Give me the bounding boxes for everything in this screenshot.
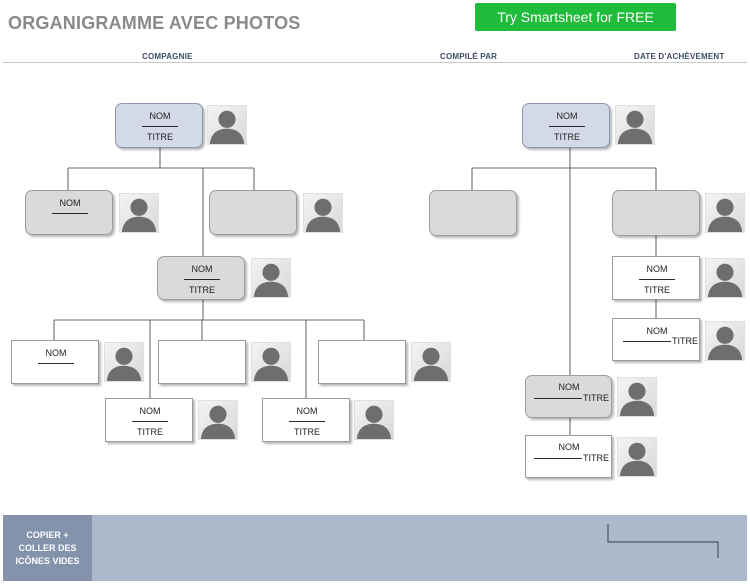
- name-underline: [639, 279, 675, 280]
- name-underline: [623, 341, 671, 342]
- node-name-label: NOM: [646, 264, 668, 274]
- copy-paste-blank-icons-label: COPIER + COLLER DES ICÔNES VIDES: [3, 515, 92, 581]
- org-node-level1-right-a[interactable]: [429, 190, 517, 236]
- org-node-level4-left-a[interactable]: NOM TITRE: [105, 398, 193, 442]
- person-placeholder-icon[interactable]: [615, 105, 655, 145]
- person-placeholder-icon[interactable]: [198, 400, 238, 440]
- org-node-level4-left-b[interactable]: NOM TITRE: [262, 398, 350, 442]
- person-placeholder-icon[interactable]: [705, 193, 745, 233]
- header-divider: [3, 62, 747, 63]
- node-title-label: TITRE: [294, 427, 320, 437]
- person-placeholder-icon[interactable]: [104, 342, 144, 382]
- name-underline: [38, 363, 74, 364]
- person-placeholder-icon[interactable]: [119, 193, 159, 233]
- page-title: ORGANIGRAMME AVEC PHOTOS: [8, 13, 301, 33]
- org-node-root-right[interactable]: NOM TITRE: [522, 103, 610, 148]
- person-placeholder-icon[interactable]: [251, 342, 291, 382]
- person-placeholder-icon[interactable]: [251, 258, 291, 298]
- name-underline: [534, 458, 582, 459]
- name-underline: [132, 421, 168, 422]
- org-node-level3-right[interactable]: NOM TITRE: [612, 318, 700, 361]
- node-name-label: NOM: [139, 406, 161, 416]
- org-node-level1-right-b[interactable]: [612, 190, 700, 236]
- node-title-label: TITRE: [189, 285, 215, 295]
- person-placeholder-icon[interactable]: [617, 437, 657, 477]
- node-name-label: NOM: [296, 406, 318, 416]
- try-smartsheet-button[interactable]: Try Smartsheet for FREE: [475, 3, 676, 31]
- org-node-level1-left-b[interactable]: [209, 190, 297, 235]
- node-title-label: TITRE: [644, 285, 670, 295]
- header-compile-par: COMPILÉ PAR: [440, 52, 498, 61]
- header-date-achevement: DATE D'ACHÈVEMENT: [634, 52, 725, 61]
- node-name-label: NOM: [45, 348, 67, 358]
- org-node-root-left[interactable]: NOM TITRE: [115, 103, 203, 148]
- node-name-label: NOM: [558, 442, 580, 452]
- blank-icons-footer: [3, 515, 747, 581]
- person-placeholder-icon[interactable]: [207, 105, 247, 145]
- node-name-label: NOM: [149, 111, 171, 121]
- org-node-level3-left-b[interactable]: [158, 340, 246, 384]
- node-name-label: NOM: [556, 111, 578, 121]
- org-node-level2-right[interactable]: NOM TITRE: [612, 256, 700, 300]
- node-name-label: NOM: [191, 264, 213, 274]
- person-placeholder-icon[interactable]: [705, 321, 745, 361]
- node-name-label: NOM: [646, 326, 668, 336]
- org-node-level1-left-a[interactable]: NOM: [25, 190, 113, 235]
- org-node-level3-left-a[interactable]: NOM: [11, 340, 99, 384]
- node-title-label: TITRE: [137, 427, 163, 437]
- node-title-label: TITRE: [672, 336, 698, 346]
- bracket-connector-icon[interactable]: [607, 524, 719, 558]
- org-node-level2-left[interactable]: NOM TITRE: [157, 256, 245, 300]
- name-underline: [142, 126, 178, 127]
- name-underline: [184, 279, 220, 280]
- person-placeholder-icon[interactable]: [617, 377, 657, 417]
- org-node-branch-right[interactable]: NOM TITRE: [525, 375, 612, 418]
- person-placeholder-icon[interactable]: [411, 342, 451, 382]
- node-title-label: TITRE: [147, 132, 173, 142]
- name-underline: [549, 126, 585, 127]
- name-underline: [289, 421, 325, 422]
- person-placeholder-icon[interactable]: [303, 193, 343, 233]
- node-name-label: NOM: [59, 198, 81, 208]
- org-node-level3-left-c[interactable]: [318, 340, 406, 384]
- person-placeholder-icon[interactable]: [705, 258, 745, 298]
- node-name-label: NOM: [558, 382, 580, 392]
- name-underline: [52, 213, 88, 214]
- name-underline: [534, 398, 582, 399]
- node-title-label: TITRE: [583, 453, 609, 463]
- person-placeholder-icon[interactable]: [354, 400, 394, 440]
- org-node-leaf-right[interactable]: NOM TITRE: [525, 435, 612, 478]
- node-title-label: TITRE: [583, 393, 609, 403]
- header-compagnie: COMPAGNIE: [142, 52, 193, 61]
- node-title-label: TITRE: [554, 132, 580, 142]
